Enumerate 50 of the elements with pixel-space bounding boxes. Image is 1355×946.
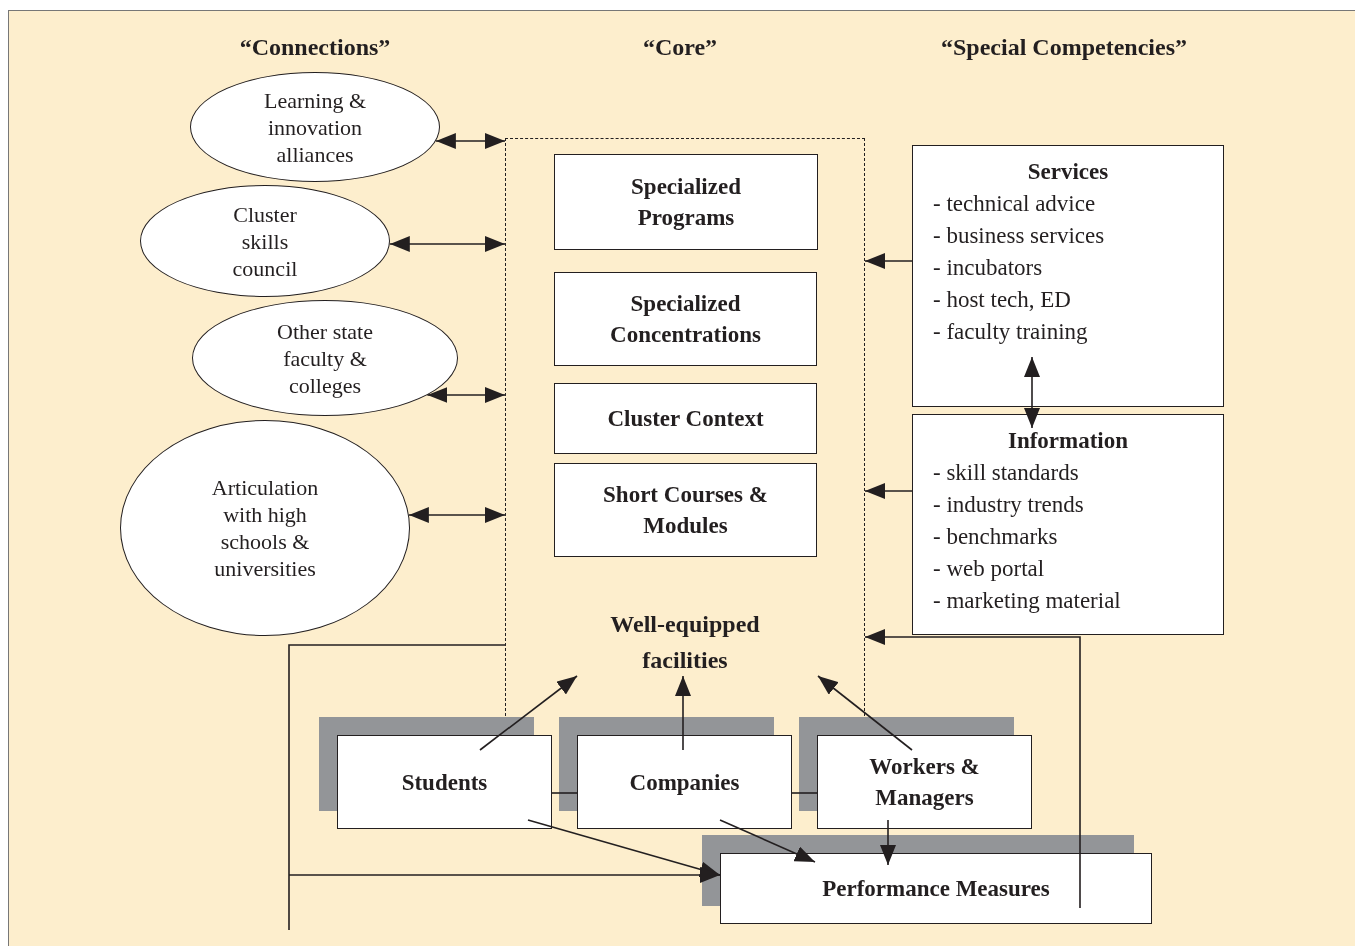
program-box [554, 272, 817, 366]
connector-arrow [389, 236, 506, 252]
box-label: Cluster Context [607, 405, 764, 433]
connector-arrow [817, 675, 913, 751]
connector-arrow [675, 675, 691, 751]
list-item: - business services [933, 222, 1106, 250]
box-label: Short Courses & Modules [602, 481, 769, 540]
connector-arrow [435, 133, 506, 149]
column-heading: “Special Competencies” [941, 34, 1187, 61]
list-item: - marketing material [933, 587, 1122, 615]
box-heading: Information [1006, 427, 1130, 455]
program-box [554, 154, 818, 250]
box-label: Companies [629, 768, 740, 797]
box-label: Specialized Programs [630, 173, 742, 232]
core-label: Well-equipped facilities [609, 610, 761, 675]
list-item: - web portal [933, 555, 1046, 583]
box-heading: Services [1026, 158, 1110, 186]
box-label: Performance Measures [822, 875, 1050, 903]
list-item: - faculty training [933, 318, 1089, 346]
program-box [554, 463, 817, 557]
connector-arrow [864, 629, 1081, 909]
list-item: - benchmarks [933, 523, 1059, 551]
ellipse-text: Other state faculty & colleges [276, 317, 374, 399]
ellipse-text: Articulation with high schools & universities [210, 474, 320, 582]
ellipse-text: Cluster skills council [231, 200, 299, 282]
list-item: - skill standards [933, 459, 1080, 487]
connector-arrow [880, 819, 896, 866]
core-dashed-box [505, 138, 865, 716]
connector-arrow [479, 675, 578, 751]
connector-arrow [864, 253, 913, 269]
list-item: - host tech, ED [933, 286, 1072, 314]
connector-arrow [527, 819, 721, 878]
ellipse-text: Learning & innovation alliances [263, 86, 367, 168]
box-label: Students [401, 768, 488, 797]
column-heading: “Core” [642, 34, 718, 61]
program-box [554, 383, 817, 454]
list-item: - industry trends [933, 491, 1085, 519]
competency-box [912, 414, 1224, 635]
competency-box [912, 145, 1224, 407]
connector-arrow [288, 644, 721, 931]
column-heading: “Connections” [239, 34, 391, 61]
connector-arrow [864, 483, 913, 499]
list-item: - technical advice [933, 190, 1097, 218]
connector-arrow [719, 819, 816, 863]
connector-arrow [426, 387, 506, 403]
box-label: Workers & Managers [868, 753, 981, 812]
connector-arrow [1024, 356, 1040, 429]
connector-arrow [408, 507, 506, 523]
box-label: Specialized Concentrations [609, 290, 762, 349]
list-item: - incubators [933, 254, 1044, 282]
